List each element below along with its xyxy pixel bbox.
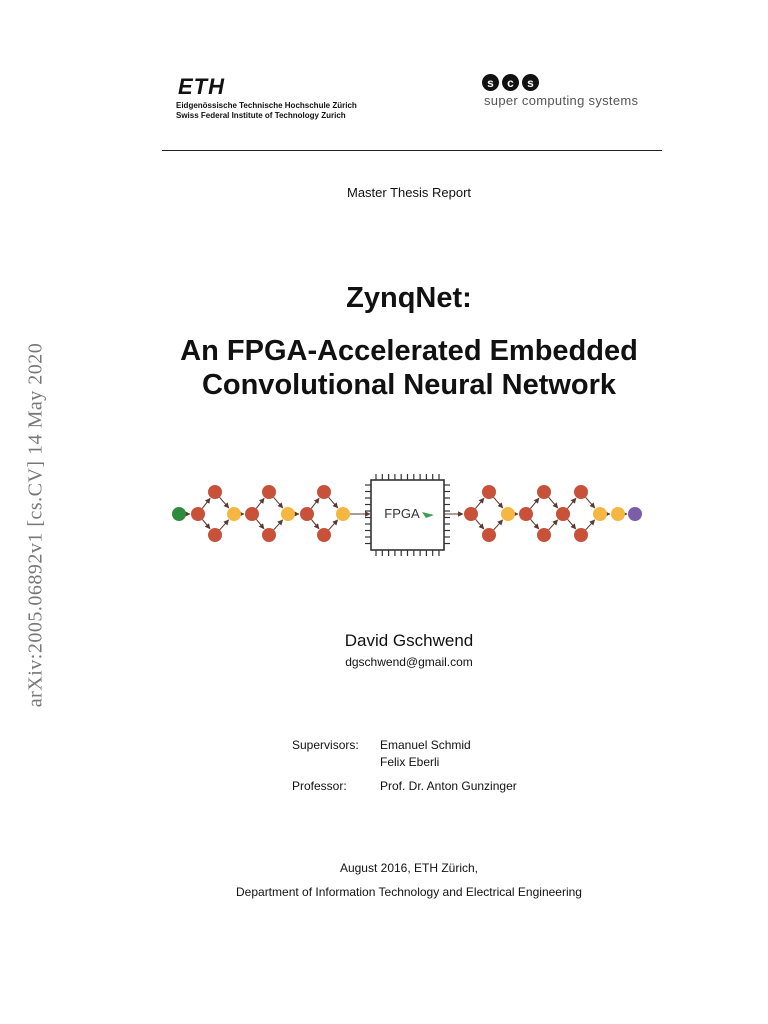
merge-node [227, 507, 241, 521]
title-main: ZynqNet: [346, 282, 472, 314]
hidden-node [519, 507, 533, 521]
hidden-node [482, 485, 496, 499]
network-edges [185, 496, 628, 531]
network-edge [548, 519, 559, 531]
eth-logo-mark: ETH [178, 74, 225, 99]
hidden-node [208, 528, 222, 542]
merge-node [336, 507, 350, 521]
network-edge [328, 496, 339, 509]
network-edge [255, 497, 265, 509]
hidden-node [262, 485, 276, 499]
network-edge [273, 519, 284, 531]
date-place: August 2016, ETH Zürich, [339, 861, 479, 875]
network-edge [567, 518, 577, 530]
supervisor-name-2: Felix Eberli [380, 755, 440, 769]
hidden-node [482, 528, 496, 542]
network-edge [530, 497, 540, 509]
hidden-node [574, 485, 588, 499]
hidden-node [574, 528, 588, 542]
network-edge [219, 519, 230, 531]
hidden-node [208, 485, 222, 499]
scs-logo: s c s [482, 74, 539, 91]
merge-node [281, 507, 295, 521]
network-edge [585, 519, 596, 531]
report-type: Master Thesis Report [346, 185, 472, 200]
network-edge [255, 519, 265, 530]
output-node [628, 507, 642, 521]
eth-logo-line-de: Eidgenössische Technische Hochschule Zür… [176, 101, 357, 110]
department: Department of Information Technology and… [236, 885, 582, 899]
network-edge [475, 518, 485, 530]
author-email: dgschwend@gmail.com [345, 655, 473, 669]
scs-logo-ball-s1: s [482, 74, 499, 91]
hidden-node [556, 507, 570, 521]
title-subtitle-line1: An FPGA-Accelerated Embedded [180, 335, 638, 367]
input-node [172, 507, 186, 521]
supervisors-label: Supervisors: [292, 738, 359, 752]
hidden-node [537, 485, 551, 499]
network-edge [475, 497, 485, 509]
fpga-chip-accent-icon [422, 512, 434, 518]
fpga-chip-label: FPGA [384, 506, 420, 521]
fpga-chip: FPGA [365, 474, 450, 556]
merge-node [593, 507, 607, 521]
network-edge [273, 496, 284, 509]
hidden-node [464, 507, 478, 521]
network-edge [567, 497, 577, 509]
header-divider [162, 150, 662, 151]
network-edge [530, 518, 540, 530]
hidden-node [245, 507, 259, 521]
scs-logo-ball-c: c [502, 74, 519, 91]
eth-logo-line-en: Swiss Federal Institute of Technology Zu… [176, 111, 346, 120]
arxiv-stamp: arXiv:2005.06892v1 [cs.CV] 14 May 2020 [24, 342, 47, 708]
author-name: David Gschwend [344, 631, 474, 650]
network-edge [585, 496, 596, 509]
merge-node [501, 507, 515, 521]
network-edge [548, 496, 559, 509]
network-edge [219, 496, 230, 509]
network-fpga-diagram: FPGA [172, 474, 642, 556]
network-edge [493, 519, 504, 531]
network-edge [493, 496, 504, 509]
scs-logo-ball-s2: s [522, 74, 539, 91]
network-edge [201, 519, 211, 530]
hidden-node [537, 528, 551, 542]
network-edge [310, 519, 320, 530]
supervisor-name-1: Emanuel Schmid [380, 738, 471, 752]
hidden-node [317, 485, 331, 499]
title-subtitle-line2: Convolutional Neural Network [201, 369, 617, 401]
hidden-node [317, 528, 331, 542]
professor-label: Professor: [292, 779, 347, 793]
hidden-node [300, 507, 314, 521]
professor-name: Prof. Dr. Anton Gunzinger [380, 779, 517, 793]
scs-logo-tagline: super computing systems [484, 93, 639, 108]
network-nodes [172, 485, 642, 542]
merge-node [611, 507, 625, 521]
network-edge [328, 519, 339, 531]
network-edge [310, 497, 320, 509]
fpga-chip-pins [365, 474, 450, 556]
hidden-node [191, 507, 205, 521]
network-edge [201, 497, 211, 509]
title-subtitle: An FPGA-Accelerated Embedded Convolution… [0, 334, 768, 402]
hidden-node [262, 528, 276, 542]
